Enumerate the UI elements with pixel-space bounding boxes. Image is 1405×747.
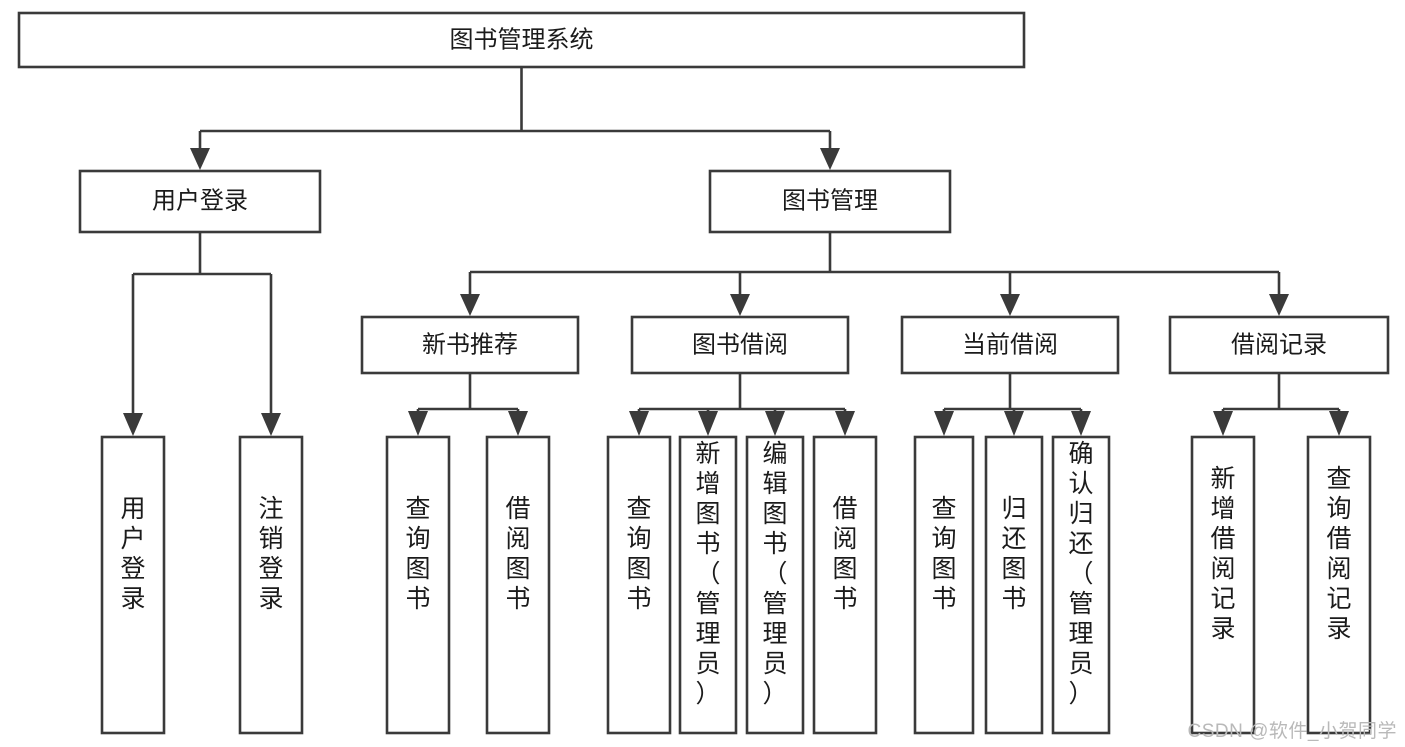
node-leaf-borrow-book-rec-label: 借阅图书: [505, 495, 530, 613]
arrow-head-to-leaf-query-book-rec: [408, 411, 428, 436]
node-leaf-query-book-borrow[interactable]: 查询图书: [606, 435, 672, 735]
node-user-login-label: 用户登录: [152, 187, 248, 214]
node-leaf-logout-label: 注销登录: [258, 495, 283, 613]
csdn-watermark: CSDN @软件_小贺同学: [1187, 721, 1397, 742]
arrow-head-to-leaf-borrow-book-rec: [508, 411, 528, 436]
node-leaf-query-borrow-record-box[interactable]: [1306, 435, 1372, 735]
arrow-head-to-leaf-confirm-return-admin: [1071, 411, 1091, 436]
node-user-login-box[interactable]: [78, 169, 322, 234]
node-leaf-query-book-rec-box[interactable]: [385, 435, 451, 735]
arrow-head-to-book-management: [820, 148, 840, 170]
node-book-borrow-label: 图书借阅: [692, 331, 788, 358]
arrow-head-to-leaf-return-book: [1004, 411, 1024, 436]
arrow-head-to-book-borrow: [730, 294, 750, 316]
node-leaf-logout[interactable]: 注销登录: [238, 435, 304, 735]
arrow-head-to-current-borrow: [1000, 294, 1020, 316]
arrow-head-to-borrow-record: [1269, 294, 1289, 316]
node-new-book-recommend-box[interactable]: [360, 315, 580, 375]
node-book-management[interactable]: 图书管理: [708, 169, 952, 234]
edge-layer: [123, 67, 1349, 436]
node-leaf-logout-box[interactable]: [238, 435, 304, 735]
node-root-box[interactable]: [17, 11, 1026, 69]
node-leaf-borrow-book-rec[interactable]: 借阅图书: [485, 435, 551, 735]
node-leaf-confirm-return-admin-box[interactable]: [1051, 435, 1111, 735]
node-new-book-recommend[interactable]: 新书推荐: [360, 315, 580, 375]
node-user-login[interactable]: 用户登录: [78, 169, 322, 234]
node-leaf-query-book-current[interactable]: 查询图书: [913, 435, 975, 735]
node-leaf-query-book-borrow-label: 查询图书: [626, 495, 651, 613]
arrow-head-to-leaf-add-book-admin: [698, 411, 718, 436]
node-leaf-query-borrow-record-label: 查询借阅记录: [1326, 465, 1351, 643]
node-leaf-user-login-box[interactable]: [100, 435, 166, 735]
node-leaf-confirm-return-admin[interactable]: 确认归还（管理员）: [1051, 435, 1111, 735]
node-leaf-query-book-rec[interactable]: 查询图书: [385, 435, 451, 735]
node-leaf-return-book[interactable]: 归还图书: [984, 435, 1044, 735]
node-leaf-add-book-admin[interactable]: 新增图书（管理员）: [678, 435, 738, 735]
node-book-management-box[interactable]: [708, 169, 952, 234]
node-leaf-user-login[interactable]: 用户登录: [100, 435, 166, 735]
arrow-head-to-leaf-edit-book-admin: [765, 411, 785, 436]
node-current-borrow-box[interactable]: [900, 315, 1120, 375]
node-leaf-return-book-label: 归还图书: [1001, 495, 1026, 613]
node-new-book-recommend-label: 新书推荐: [422, 331, 518, 358]
node-leaf-user-login-label: 用户登录: [120, 495, 145, 613]
node-leaf-borrow-book-label: 借阅图书: [832, 495, 857, 613]
arrow-head-to-leaf-query-borrow-record: [1329, 411, 1349, 436]
node-leaf-edit-book-admin[interactable]: 编辑图书（管理员）: [745, 435, 805, 735]
node-borrow-record-label: 借阅记录: [1231, 331, 1327, 358]
arrow-head-to-leaf-query-book-borrow: [629, 411, 649, 436]
arrow-head-to-leaf-query-book-current: [934, 411, 954, 436]
node-book-borrow[interactable]: 图书借阅: [630, 315, 850, 375]
node-current-borrow-label: 当前借阅: [962, 331, 1058, 358]
node-current-borrow[interactable]: 当前借阅: [900, 315, 1120, 375]
node-leaf-confirm-return-admin-label: 确认归还（管理员）: [1068, 440, 1093, 708]
node-leaf-borrow-book[interactable]: 借阅图书: [812, 435, 878, 735]
node-leaf-query-book-current-box[interactable]: [913, 435, 975, 735]
node-leaf-return-book-box[interactable]: [984, 435, 1044, 735]
node-leaf-edit-book-admin-label: 编辑图书（管理员）: [762, 440, 787, 708]
node-leaf-borrow-book-box[interactable]: [812, 435, 878, 735]
arrow-head-to-new-book-recommend: [460, 294, 480, 316]
node-leaf-query-book-borrow-box[interactable]: [606, 435, 672, 735]
node-leaf-add-borrow-record[interactable]: 新增借阅记录: [1190, 435, 1256, 735]
node-leaf-add-book-admin-label: 新增图书（管理员）: [695, 440, 720, 708]
node-layer: 图书管理系统 用户登录 图书管理 新书推荐 图书借阅 当前借阅 借阅记录: [17, 11, 1390, 735]
node-leaf-query-borrow-record[interactable]: 查询借阅记录: [1306, 435, 1372, 735]
node-root-label: 图书管理系统: [450, 26, 594, 53]
arrow-head-to-leaf-logout: [261, 413, 281, 436]
node-root[interactable]: 图书管理系统: [17, 11, 1026, 69]
node-borrow-record[interactable]: 借阅记录: [1168, 315, 1390, 375]
arrow-head-to-user-login: [190, 148, 210, 170]
node-leaf-edit-book-admin-box[interactable]: [745, 435, 805, 735]
node-leaf-add-borrow-record-label: 新增借阅记录: [1210, 465, 1235, 643]
node-book-management-label: 图书管理: [782, 187, 878, 214]
node-leaf-query-book-rec-label: 查询图书: [405, 495, 430, 613]
node-leaf-query-book-current-label: 查询图书: [931, 495, 956, 613]
node-borrow-record-box[interactable]: [1168, 315, 1390, 375]
node-book-borrow-box[interactable]: [630, 315, 850, 375]
arrow-head-to-leaf-user-login: [123, 413, 143, 436]
arrow-head-to-leaf-add-borrow-record: [1213, 411, 1233, 436]
node-leaf-add-book-admin-box[interactable]: [678, 435, 738, 735]
node-leaf-add-borrow-record-box[interactable]: [1190, 435, 1256, 735]
arrow-head-to-leaf-borrow-book: [835, 411, 855, 436]
node-leaf-borrow-book-rec-box[interactable]: [485, 435, 551, 735]
